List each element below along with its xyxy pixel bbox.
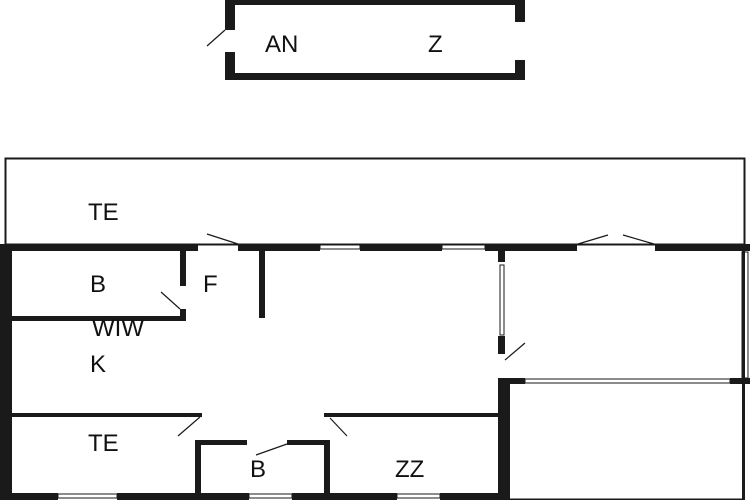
room-label-te-top: TE: [88, 199, 119, 226]
thin-lines: [2, 157, 749, 500]
room-label-te-bottom: TE: [88, 430, 119, 457]
door-swing-hall: [206, 233, 239, 245]
room-label-k: K: [90, 351, 106, 378]
room-label-b-top: B: [90, 271, 106, 298]
room-label-an: AN: [265, 31, 298, 58]
room-label-f: F: [203, 271, 218, 298]
room-label-wiw: WIW: [92, 315, 144, 342]
room-label-zz: ZZ: [395, 456, 424, 483]
room-label-z: Z: [428, 31, 443, 58]
door-swings: [160, 29, 655, 456]
door-swing-zz: [329, 417, 348, 437]
door-swing-bathroom: [160, 291, 181, 310]
door-swing-small-b: [255, 443, 288, 456]
door-swing-double-right: [622, 234, 655, 245]
door-swing-right-room: [504, 342, 526, 361]
room-label-b-bottom: B: [250, 456, 266, 483]
door-swing-double-left: [577, 234, 609, 245]
door-swing-te: [177, 416, 201, 437]
door-swing-annex: [206, 29, 226, 47]
wardrobe: WIW: [92, 315, 144, 342]
